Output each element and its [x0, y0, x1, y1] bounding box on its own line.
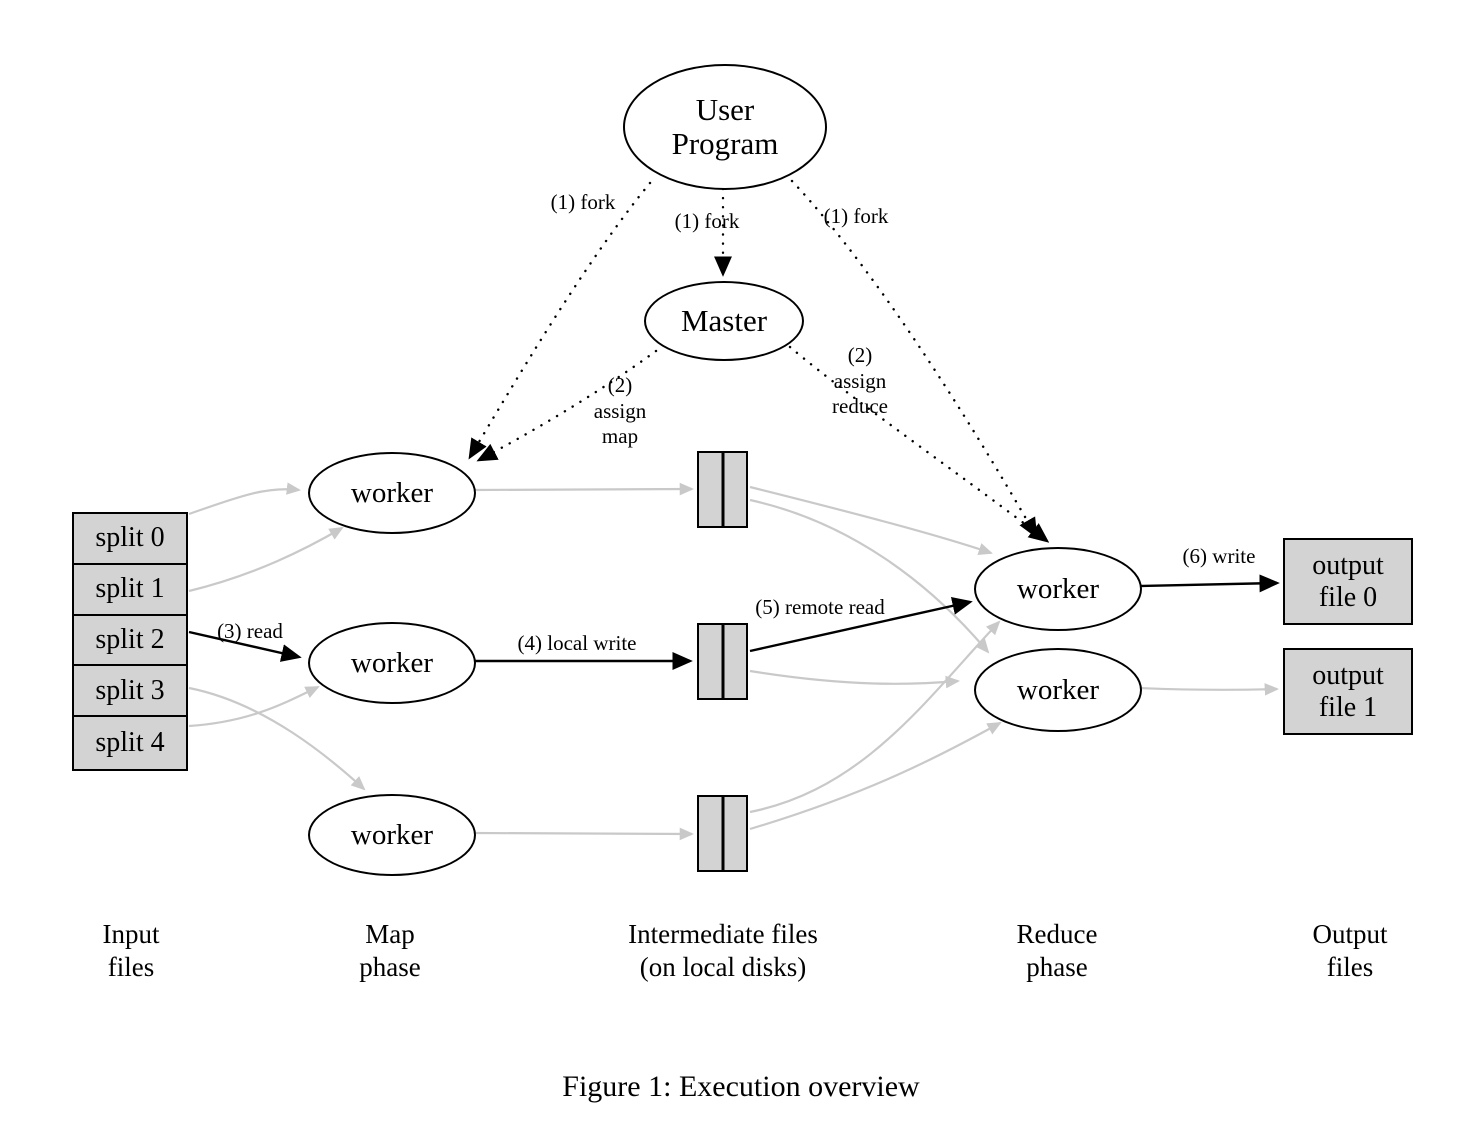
edge-label-local-write: (4) local write	[517, 631, 637, 655]
intermediate-file-icon-1	[697, 451, 748, 528]
assign-reduce-line2: assign	[833, 368, 887, 393]
output-file-node-0: output file 0	[1283, 538, 1413, 625]
map-worker-node-1: worker	[308, 452, 476, 534]
edge-file3-to-reduce-worker2	[749, 722, 1002, 831]
edge-label-assign-reduce: (2) assign reduce	[832, 343, 888, 420]
edge-file1-to-reduce-worker2	[749, 498, 990, 654]
edge-file2-to-reduce-worker2	[749, 669, 960, 689]
output-file1-line1: output	[1312, 660, 1384, 692]
output-file0-line2: file 0	[1318, 581, 1378, 613]
stage-label-map: Map phase	[359, 918, 420, 984]
intermediate-file-divider	[721, 625, 724, 698]
edge-label-read: (3) read	[217, 619, 283, 643]
assign-map-line1: (2)	[607, 373, 633, 397]
input-split-3: split 3	[74, 666, 186, 718]
edge-label-fork-middle: (1) fork	[674, 209, 740, 233]
output-file-node-1: output file 1	[1283, 648, 1413, 735]
edge-label-assign-map: (2) assign map	[594, 373, 647, 450]
master-label: Master	[680, 302, 768, 338]
map-worker-label-3: worker	[350, 818, 434, 851]
stage-label-intermediate: Intermediate files (on local disks)	[628, 918, 818, 984]
stage-reduce-line1: Reduce	[1016, 919, 1098, 949]
reduce-worker-node-1: worker	[974, 547, 1142, 631]
output-file0-line1: output	[1312, 550, 1384, 582]
reduce-worker-label-1: worker	[1016, 572, 1100, 605]
stage-map-line1: Map	[365, 919, 415, 949]
edge-map-worker3-to-file3	[472, 827, 695, 841]
edge-label-remote-read: (5) remote read	[755, 595, 885, 619]
master-node: Master	[644, 281, 804, 361]
map-worker-node-3: worker	[308, 794, 476, 876]
input-split-4: split 4	[95, 726, 165, 758]
stage-input-line1: Input	[102, 919, 160, 949]
edge-file1-to-reduce-worker1	[749, 485, 993, 556]
edge-fork-user-program-to-map-worker1	[468, 181, 652, 460]
edge-label-fork-left: (1) fork	[550, 190, 616, 214]
edge-read-split2-to-map-worker2	[188, 630, 302, 662]
map-worker-label-2: worker	[350, 646, 434, 679]
user-program-label-line2: Program	[671, 126, 779, 161]
reduce-worker-node-2: worker	[974, 648, 1142, 732]
edge-split0-to-map-worker1	[188, 482, 301, 516]
assign-map-line3: map	[601, 424, 639, 449]
stage-intermediate-line2: (on local disks)	[639, 951, 807, 982]
stage-input-line2: files	[107, 951, 155, 982]
intermediate-file-divider	[721, 453, 724, 526]
intermediate-file-icon-3	[697, 795, 748, 872]
stage-output-line1: Output	[1312, 919, 1388, 949]
edge-assign-reduce-master-to-worker1	[788, 345, 1050, 543]
input-split-0: split 0	[74, 514, 186, 565]
edge-reduce-worker2-to-output1	[1138, 683, 1280, 696]
stage-reduce-line2: phase	[1026, 951, 1088, 982]
reduce-worker-label-2: worker	[1016, 673, 1100, 706]
output-file1-line2: file 1	[1318, 691, 1378, 723]
map-worker-label-1: worker	[350, 476, 434, 509]
intermediate-file-icon-2	[697, 623, 748, 700]
user-program-label-line1: User	[695, 91, 755, 127]
figure-caption: Figure 1: Execution overview	[562, 1070, 920, 1103]
edge-file3-to-reduce-worker1	[749, 620, 1001, 814]
edge-split3-to-map-worker3	[188, 686, 366, 791]
edge-remote-read-file2-to-reduce-worker1	[749, 597, 973, 653]
intermediate-file-divider	[721, 797, 724, 870]
input-split-2: split 2	[74, 616, 186, 667]
edge-label-write: (6) write	[1182, 544, 1256, 568]
stage-output-line2: files	[1326, 951, 1374, 982]
assign-reduce-line3: reduce	[832, 394, 888, 419]
user-program-node: User Program	[623, 64, 827, 190]
edge-split1-to-map-worker1	[188, 526, 344, 593]
stage-label-output: Output files	[1312, 918, 1387, 984]
assign-map-line2: assign	[593, 398, 647, 423]
input-split-1: split 1	[74, 565, 186, 616]
edge-label-fork-right: (1) fork	[823, 204, 889, 228]
edge-split4-to-map-worker2	[188, 686, 320, 728]
edge-fork-user-program-to-reduce-worker1	[790, 179, 1038, 539]
edge-write-reduce-worker1-to-output0	[1138, 574, 1280, 593]
stage-label-reduce: Reduce phase	[1017, 918, 1098, 984]
map-worker-node-2: worker	[308, 622, 476, 704]
assign-reduce-line1: (2)	[847, 343, 873, 367]
edge-map-worker1-to-file1	[472, 482, 695, 496]
input-splits-stack: split 0 split 1 split 2 split 3 split 4	[72, 512, 188, 771]
stage-map-line2: phase	[359, 951, 421, 982]
stage-label-input: Input files	[103, 918, 160, 984]
stage-intermediate-line1: Intermediate files	[628, 919, 818, 949]
